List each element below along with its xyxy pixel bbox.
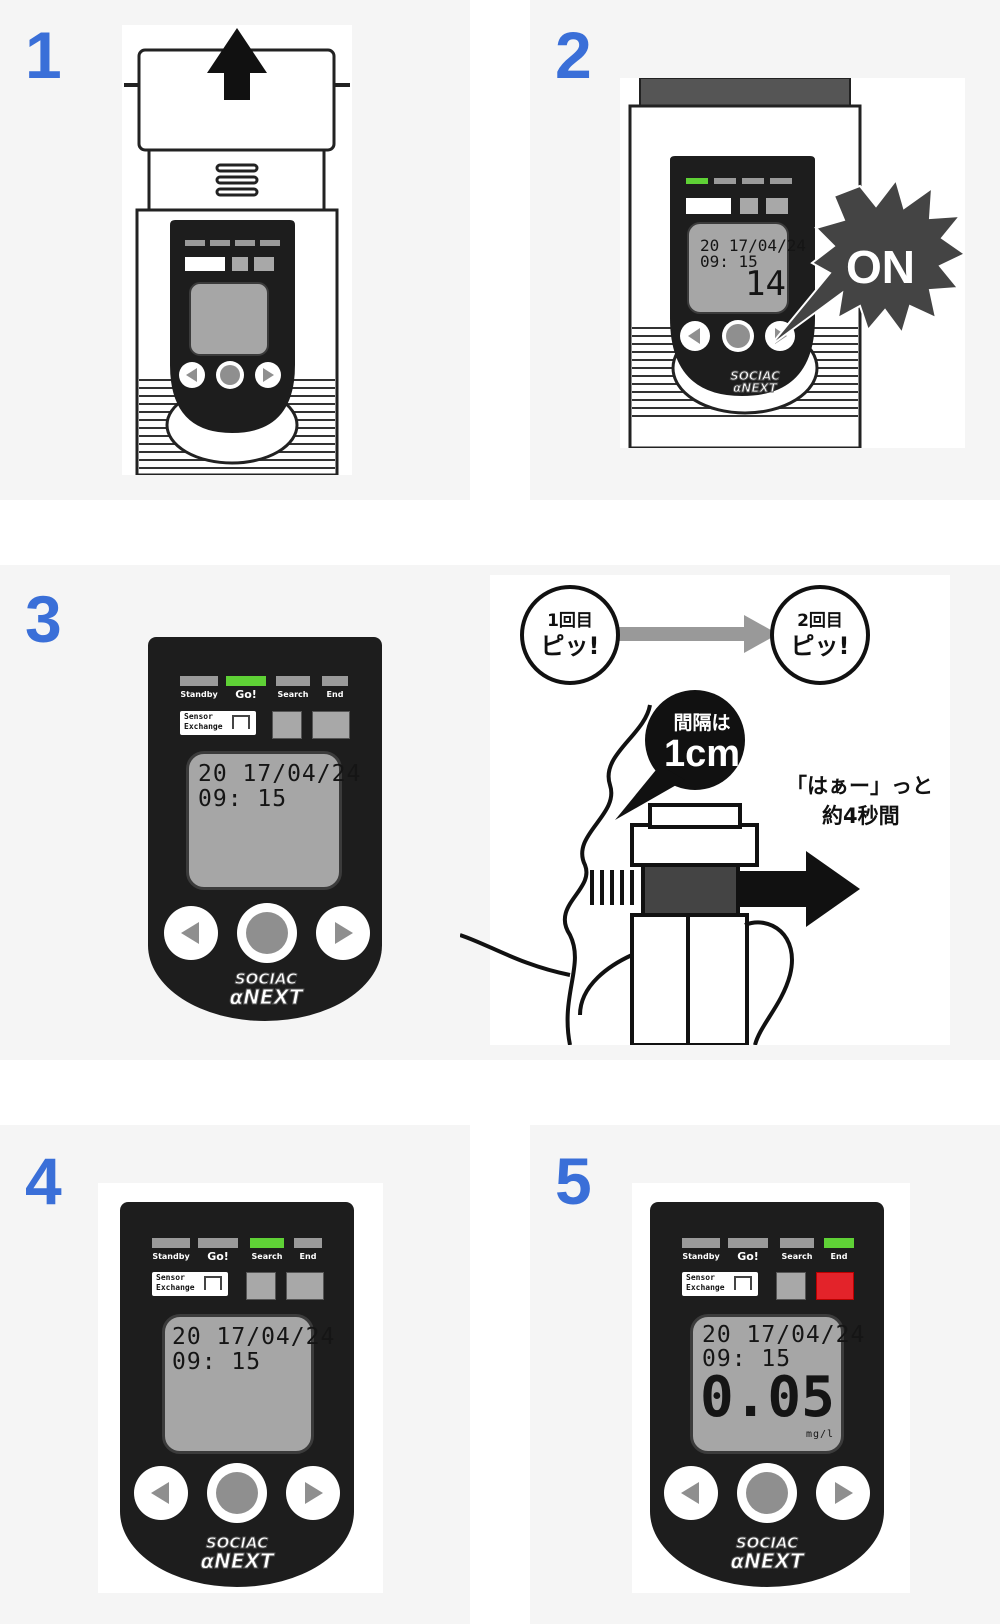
lcd-date-step-3: 20 17/04/24 [198, 761, 362, 787]
distance-label-line-1: 間隔は [673, 712, 731, 734]
right-arrow-gray-icon [744, 615, 778, 653]
status-square-2-step-4 [286, 1272, 324, 1300]
indicator-go-step-5 [728, 1238, 768, 1248]
lcd-reading-step-5: 0.05 [700, 1365, 835, 1430]
status-square-1-step-5 [776, 1272, 806, 1300]
center-button-step-4[interactable] [207, 1463, 267, 1523]
indicator-label-end-step-5: End [830, 1252, 848, 1261]
step-number-2: 2 [555, 18, 592, 92]
breath-instruction-line-2: 約4秒間 [822, 804, 900, 828]
lcd-time-step-2: 09: 15 [700, 252, 758, 271]
indicator-label-standby-step-5: Standby [682, 1252, 720, 1261]
step-2-device-illustration [628, 78, 965, 448]
indicator-end-step-5 [824, 1238, 854, 1248]
lcd-screen-step-4 [162, 1314, 314, 1454]
lcd-screen-step-3 [186, 751, 342, 890]
indicator-label-standby-step-4: Standby [152, 1252, 190, 1261]
step-number-4: 4 [25, 1144, 62, 1218]
center-button-face [216, 1472, 258, 1514]
indicator-go-step-3 [226, 676, 266, 686]
beep-2-line-2: ピッ! [790, 632, 850, 660]
center-button-step-3[interactable] [237, 903, 297, 963]
sensor-label-line1-step-5: Sensor [686, 1273, 715, 1282]
lcd-time-step-3: 09: 15 [198, 786, 288, 812]
step-number-5: 5 [555, 1144, 592, 1218]
indicator-label-go-step-4: Go! [207, 1250, 229, 1263]
indicator-label-end-step-4: End [299, 1252, 317, 1261]
right-button-step-5[interactable] [816, 1466, 870, 1520]
lcd-time-step-4: 09: 15 [172, 1349, 262, 1375]
status-square-2-step-3 [312, 711, 350, 739]
center-button-step-5[interactable] [737, 1463, 797, 1523]
indicator-label-standby: Standby [180, 690, 218, 699]
indicator-label-go-step-5: Go! [737, 1250, 759, 1263]
lcd-counter-step-2: 14 [745, 264, 786, 304]
sensor-label-line2-step-4: Exchange [156, 1283, 195, 1292]
sensor-label-line1: Sensor [184, 712, 213, 721]
indicator-label-search-step-5: Search [781, 1252, 813, 1261]
right-button-step-4[interactable] [286, 1466, 340, 1520]
left-arrow-icon [681, 1482, 699, 1504]
on-burst-shape [769, 177, 965, 347]
left-arrow-icon [151, 1482, 169, 1504]
center-button-face [246, 912, 288, 954]
lcd-date-step-5: 20 17/04/24 [702, 1322, 866, 1348]
status-square-1-step-4 [246, 1272, 276, 1300]
sensor-icon-step-4 [204, 1276, 222, 1290]
left-arrow-icon [181, 922, 199, 944]
right-arrow-black-icon [806, 851, 860, 927]
beep-2-line-1: 2回目 [797, 611, 843, 631]
breath-instruction-line-1: 「はぁー」っと [786, 774, 933, 798]
sensor-icon-step-5 [734, 1276, 752, 1290]
indicator-go-step-4 [198, 1238, 238, 1248]
step-1-device-illustration [124, 28, 350, 475]
lcd-date-step-2: 20 17/04/24 [700, 236, 806, 255]
right-arrow-icon [335, 922, 353, 944]
status-square-2-step-5-red [816, 1272, 854, 1300]
indicator-search-step-5 [780, 1238, 814, 1248]
indicator-standby-step-5 [682, 1238, 720, 1248]
beep-1-line-2: ピッ! [540, 632, 600, 660]
status-square-1-step-3 [272, 711, 302, 739]
sensor-icon [232, 715, 250, 729]
indicator-standby-step-3 [180, 676, 218, 686]
indicator-standby-step-4 [152, 1238, 190, 1248]
indicator-label-search: Search [277, 690, 309, 699]
indicator-end-step-4 [294, 1238, 322, 1248]
indicator-end-step-3 [322, 676, 348, 686]
lcd-unit-step-5: mg/l [806, 1429, 835, 1440]
indicator-label-end: End [326, 690, 344, 699]
sensor-label-line1-step-4: Sensor [156, 1273, 185, 1282]
left-button-step-3[interactable] [164, 906, 218, 960]
step-number-3: 3 [25, 582, 62, 656]
indicator-label-go: Go! [235, 688, 257, 701]
right-arrow-icon [305, 1482, 323, 1504]
beep-1-line-1: 1回目 [547, 611, 593, 631]
indicator-search-step-3 [276, 676, 310, 686]
right-button-step-3[interactable] [316, 906, 370, 960]
lcd-date-step-4: 20 17/04/24 [172, 1324, 336, 1350]
left-button-step-4[interactable] [134, 1466, 188, 1520]
left-button-step-5[interactable] [664, 1466, 718, 1520]
up-arrow-icon [207, 28, 267, 100]
right-arrow-icon [835, 1482, 853, 1504]
lcd-screen-step-5 [690, 1314, 844, 1454]
sensor-label-line2-step-5: Exchange [686, 1283, 725, 1292]
breath-illustration [460, 585, 870, 1045]
distance-label-line-2: 1cm [663, 733, 741, 775]
step-number-1: 1 [25, 18, 62, 92]
lcd-time-step-5: 09: 15 [702, 1346, 792, 1372]
center-button-face [746, 1472, 788, 1514]
indicator-label-search-step-4: Search [251, 1252, 283, 1261]
sensor-label-line2: Exchange [184, 722, 223, 731]
indicator-search-step-4 [250, 1238, 284, 1248]
on-label: ON [846, 241, 915, 293]
